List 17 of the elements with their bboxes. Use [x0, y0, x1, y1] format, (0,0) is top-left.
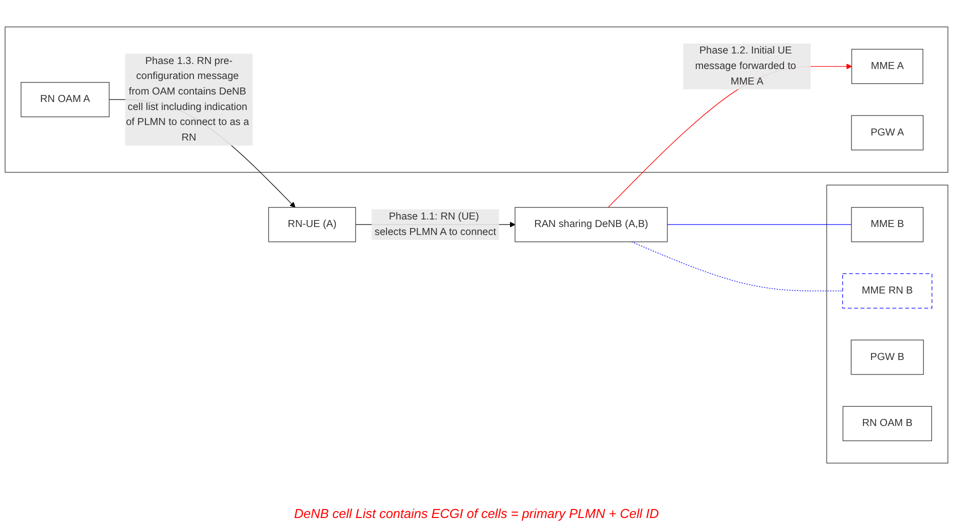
connector [666, 224, 852, 225]
node-box: MME RN B [842, 273, 932, 308]
node-box: RAN sharing DeNB (A,B) [514, 207, 668, 242]
node-box: PGW B [850, 340, 924, 375]
note-text: DeNB cell List contains ECGI of cells = primary PLMN + Cell ID [293, 506, 660, 521]
node-box: MME B [851, 207, 924, 242]
cluster [4, 26, 948, 173]
node-box: PGW A [851, 115, 924, 150]
connector [631, 242, 843, 292]
edge-label: Phase 1.2. Initial UE message forwarded to MME A [695, 45, 796, 87]
edge-label: Phase 1.3. RN pre-configuration message from OAM contains DeNB cell list including indication of PLMN to connect to as a RN [126, 56, 250, 143]
node-box: RN-UE (A) [268, 207, 356, 242]
cluster [826, 184, 948, 464]
node-box: MME A [851, 48, 924, 84]
edge-label: Phase 1.1: RN (UE) selects PLMN A to connect [374, 211, 496, 238]
node-box: RN OAM A [20, 82, 110, 118]
node-box: RN OAM B [842, 406, 932, 442]
